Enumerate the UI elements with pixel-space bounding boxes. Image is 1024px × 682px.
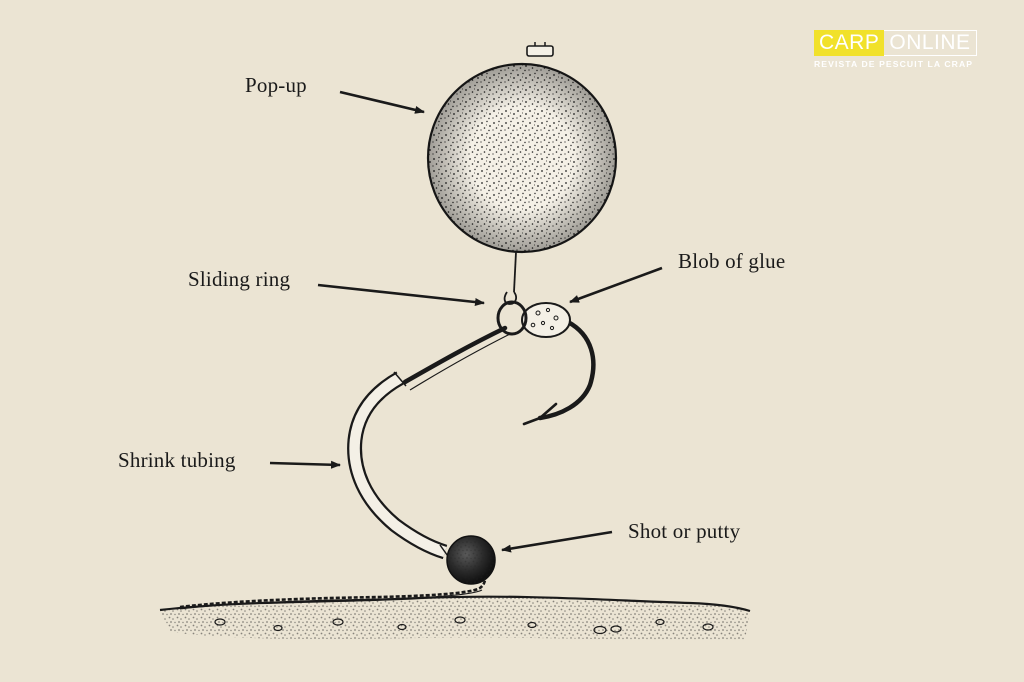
- label-sliding-ring: Sliding ring: [188, 267, 291, 291]
- shot-weight: [446, 535, 496, 585]
- arrow-shot-or-putty: [501, 530, 613, 553]
- logo-tagline: REVISTA DE PESCUIT LA CRAP: [814, 59, 974, 69]
- sliding-ring: [496, 291, 528, 336]
- hook: [522, 319, 596, 426]
- logo-word-carp: CARP: [814, 30, 885, 56]
- hook-shank: [402, 325, 508, 385]
- label-shrink-tubing: Shrink tubing: [118, 448, 236, 472]
- arrow-pop-up: [339, 90, 425, 114]
- label-blob-of-glue: Blob of glue: [678, 249, 786, 273]
- pop-up-boilie: [426, 42, 618, 254]
- pointer-arrows: [269, 90, 663, 553]
- glue-blob: [521, 302, 571, 338]
- hair-line: [513, 251, 517, 293]
- carp-online-logo: CARP ONLINE REVISTA DE PESCUIT LA CRAP: [814, 30, 990, 69]
- shrink-tubing: [347, 371, 451, 560]
- arrow-sliding-ring: [317, 283, 485, 307]
- trailing-line: [179, 564, 487, 610]
- label-shot-or-putty: Shot or putty: [628, 519, 741, 543]
- arrow-shrink-tubing: [269, 460, 341, 469]
- arrow-blob-of-glue: [569, 266, 663, 304]
- logo-word-online: ONLINE: [884, 30, 977, 56]
- label-pop-up: Pop-up: [245, 73, 307, 97]
